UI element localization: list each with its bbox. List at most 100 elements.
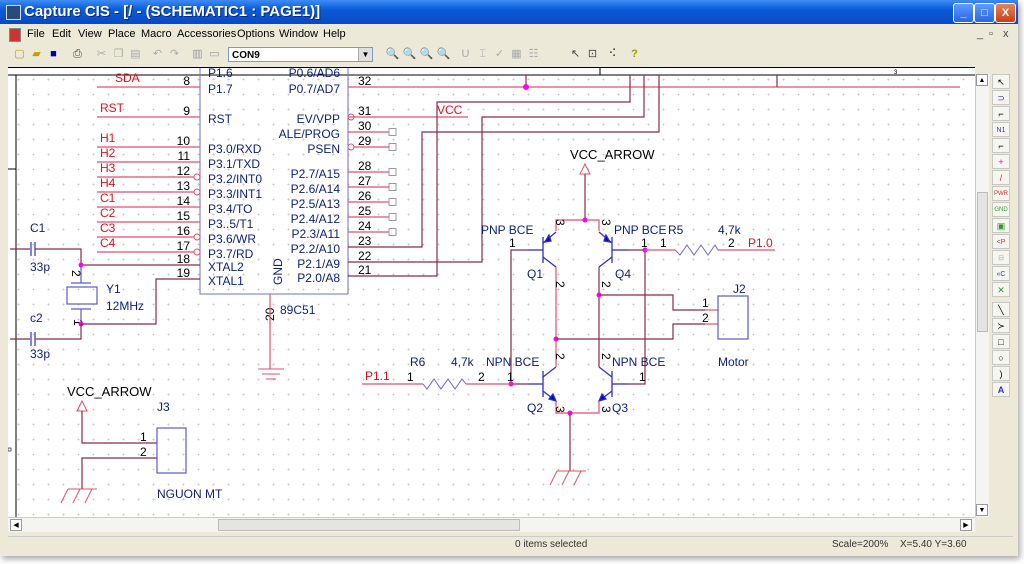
scroll-down-button[interactable]: ▼: [976, 504, 988, 516]
mdi-close-button[interactable]: x: [1003, 28, 1009, 40]
paste-icon[interactable]: ▤: [130, 48, 141, 60]
net-alias-icon[interactable]: N1: [992, 122, 1010, 137]
resistor-r6[interactable]: [422, 378, 467, 390]
maximize-button[interactable]: □: [974, 3, 995, 23]
capacitor-c2[interactable]: [30, 332, 36, 346]
menu-edit[interactable]: Edit: [52, 28, 71, 40]
chip-89c51[interactable]: P1.6 P0.6/AD6 8P1.7SDA9RSTRST10P3.0/RXDH…: [97, 68, 397, 321]
menu-help[interactable]: Help: [323, 28, 346, 40]
resistor-r5[interactable]: [674, 244, 719, 256]
mdi-minimize-button[interactable]: _: [977, 28, 984, 40]
hierarchical-port-icon[interactable]: <P: [992, 234, 1010, 249]
place-part-icon[interactable]: ⊃: [992, 90, 1010, 105]
select-icon[interactable]: ↖: [570, 48, 581, 60]
copy-icon[interactable]: ❐: [113, 48, 124, 60]
hierarchy-icon[interactable]: ⊡: [587, 48, 598, 60]
zoom-all-icon[interactable]: 🔍: [436, 48, 451, 60]
place-wire-icon[interactable]: ⌐: [992, 106, 1010, 121]
print-icon[interactable]: ⎙: [73, 48, 82, 60]
transistor-q1[interactable]: [528, 231, 557, 268]
menu-window[interactable]: Window: [279, 28, 319, 40]
place-ellipse-icon[interactable]: ○: [992, 350, 1010, 365]
ratsnest-icon[interactable]: ⠪: [608, 48, 617, 60]
new-icon[interactable]: ▢: [14, 48, 25, 60]
crystal-y1[interactable]: [66, 265, 98, 324]
transistor-q3[interactable]: [597, 366, 628, 403]
bus-entry-icon[interactable]: /: [992, 170, 1010, 185]
capacitor-c1[interactable]: [30, 242, 36, 256]
chevron-down-icon[interactable]: ▼: [358, 48, 372, 61]
horizontal-scroll-thumb[interactable]: [218, 519, 520, 531]
window-icon[interactable]: ▥: [192, 48, 203, 60]
scroll-right-button[interactable]: ▶: [960, 519, 972, 531]
bom-icon[interactable]: ☷: [528, 48, 539, 60]
zoom-area-icon[interactable]: 🔍: [419, 48, 434, 60]
part-combo[interactable]: CON9▼: [228, 47, 373, 62]
vertical-scrollbar[interactable]: ▲ ▼: [975, 74, 989, 517]
drc-icon[interactable]: ✓: [494, 48, 505, 60]
place-bus-icon[interactable]: ⌐: [992, 138, 1010, 153]
no-connect-icon[interactable]: ✕: [992, 282, 1010, 297]
place-ground-icon[interactable]: GND: [992, 202, 1010, 217]
netlist-icon[interactable]: ▦: [511, 48, 522, 60]
cut-icon[interactable]: ✂: [96, 48, 107, 60]
save-icon[interactable]: ■: [50, 48, 57, 60]
undo-icon[interactable]: ↶: [152, 48, 163, 60]
select-tool-icon[interactable]: ↖: [992, 74, 1010, 89]
connector-j2[interactable]: [717, 295, 749, 340]
hierarchical-block-icon[interactable]: ▣: [992, 218, 1010, 233]
connector-j3[interactable]: [156, 427, 187, 474]
redo-icon[interactable]: ↷: [169, 48, 180, 60]
help-icon[interactable]: ?: [631, 48, 638, 60]
place-rectangle-icon[interactable]: □: [992, 334, 1010, 349]
zoom-out-icon[interactable]: 🔍: [402, 48, 417, 60]
transistor-q4[interactable]: [598, 231, 628, 268]
place-junction-icon[interactable]: +: [992, 154, 1010, 169]
minimize-button[interactable]: _: [953, 3, 974, 23]
window2-icon[interactable]: ▭: [209, 48, 220, 60]
open-icon[interactable]: ▰: [32, 48, 41, 60]
close-button[interactable]: X: [995, 3, 1016, 23]
zoom-in-icon[interactable]: 🔍: [385, 48, 400, 60]
menu-accessories[interactable]: Accessories: [177, 28, 237, 40]
transistor-q2[interactable]: [528, 366, 558, 403]
update-icon[interactable]: ⌶: [479, 48, 486, 60]
menu-file[interactable]: File: [27, 28, 45, 40]
mdi-restore-button[interactable]: ▫: [989, 28, 993, 40]
place-polyline-icon[interactable]: ≻: [992, 318, 1010, 333]
place-arc-icon[interactable]: ): [992, 366, 1010, 381]
menu-place[interactable]: Place: [108, 28, 136, 40]
menu-macro[interactable]: Macro: [141, 28, 172, 40]
hierarchical-pin-icon[interactable]: ⊟: [992, 250, 1010, 265]
menu-options[interactable]: Options: [237, 28, 275, 40]
off-page-connector-icon[interactable]: «C: [992, 266, 1010, 281]
place-power-icon[interactable]: PWR: [992, 186, 1010, 201]
place-text-icon[interactable]: A: [992, 382, 1010, 397]
horizontal-scrollbar[interactable]: ◀ ▶: [8, 517, 975, 532]
vertical-scroll-thumb[interactable]: [977, 192, 988, 332]
scroll-left-button[interactable]: ◀: [10, 519, 22, 531]
place-line-icon[interactable]: ╲: [992, 302, 1010, 317]
